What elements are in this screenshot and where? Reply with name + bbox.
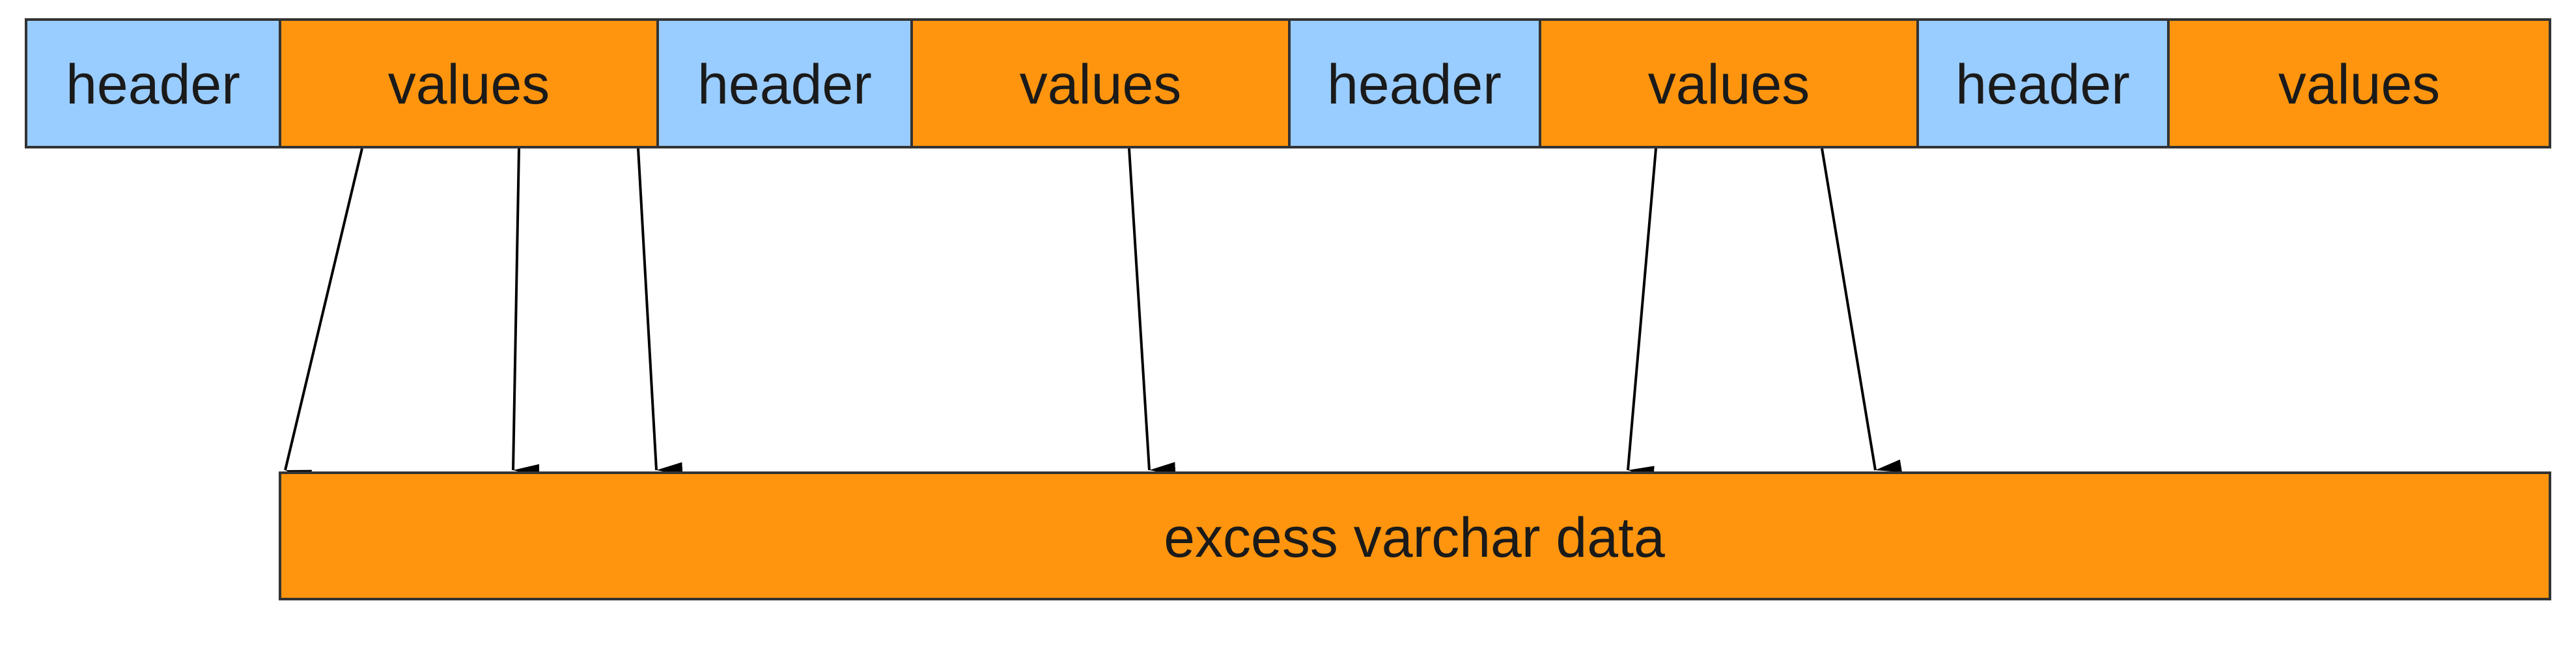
pointer-arrow — [637, 148, 683, 475]
values-label: values — [1020, 53, 1182, 116]
pointer-arrow — [512, 148, 540, 477]
values-cell — [279, 18, 659, 148]
header-cell — [25, 18, 281, 148]
pointer-arrow — [1627, 148, 1657, 479]
header-cell — [1288, 18, 1541, 148]
header-cell — [1916, 18, 2170, 148]
excess-data-bar — [279, 471, 2551, 600]
excess-data-label: excess varchar data — [1164, 507, 1665, 569]
pointer-arrow — [1128, 148, 1176, 475]
values-cell — [910, 18, 1291, 148]
values-cell — [1539, 18, 1919, 148]
header-label: header — [1955, 53, 2130, 116]
values-label: values — [2278, 53, 2441, 116]
values-cell — [2167, 18, 2551, 148]
header-label: header — [1327, 53, 1502, 116]
record-row: header values header values header value… — [25, 18, 2551, 148]
values-label: values — [1648, 53, 1810, 116]
header-label: header — [697, 53, 872, 116]
header-label: header — [66, 53, 240, 116]
header-cell — [656, 18, 913, 148]
pointer-arrows — [284, 148, 1903, 483]
excess-data-block: excess varchar data — [279, 471, 2551, 600]
pointer-arrow — [284, 148, 363, 483]
pointer-arrow — [1821, 148, 1903, 473]
values-label: values — [388, 53, 550, 116]
